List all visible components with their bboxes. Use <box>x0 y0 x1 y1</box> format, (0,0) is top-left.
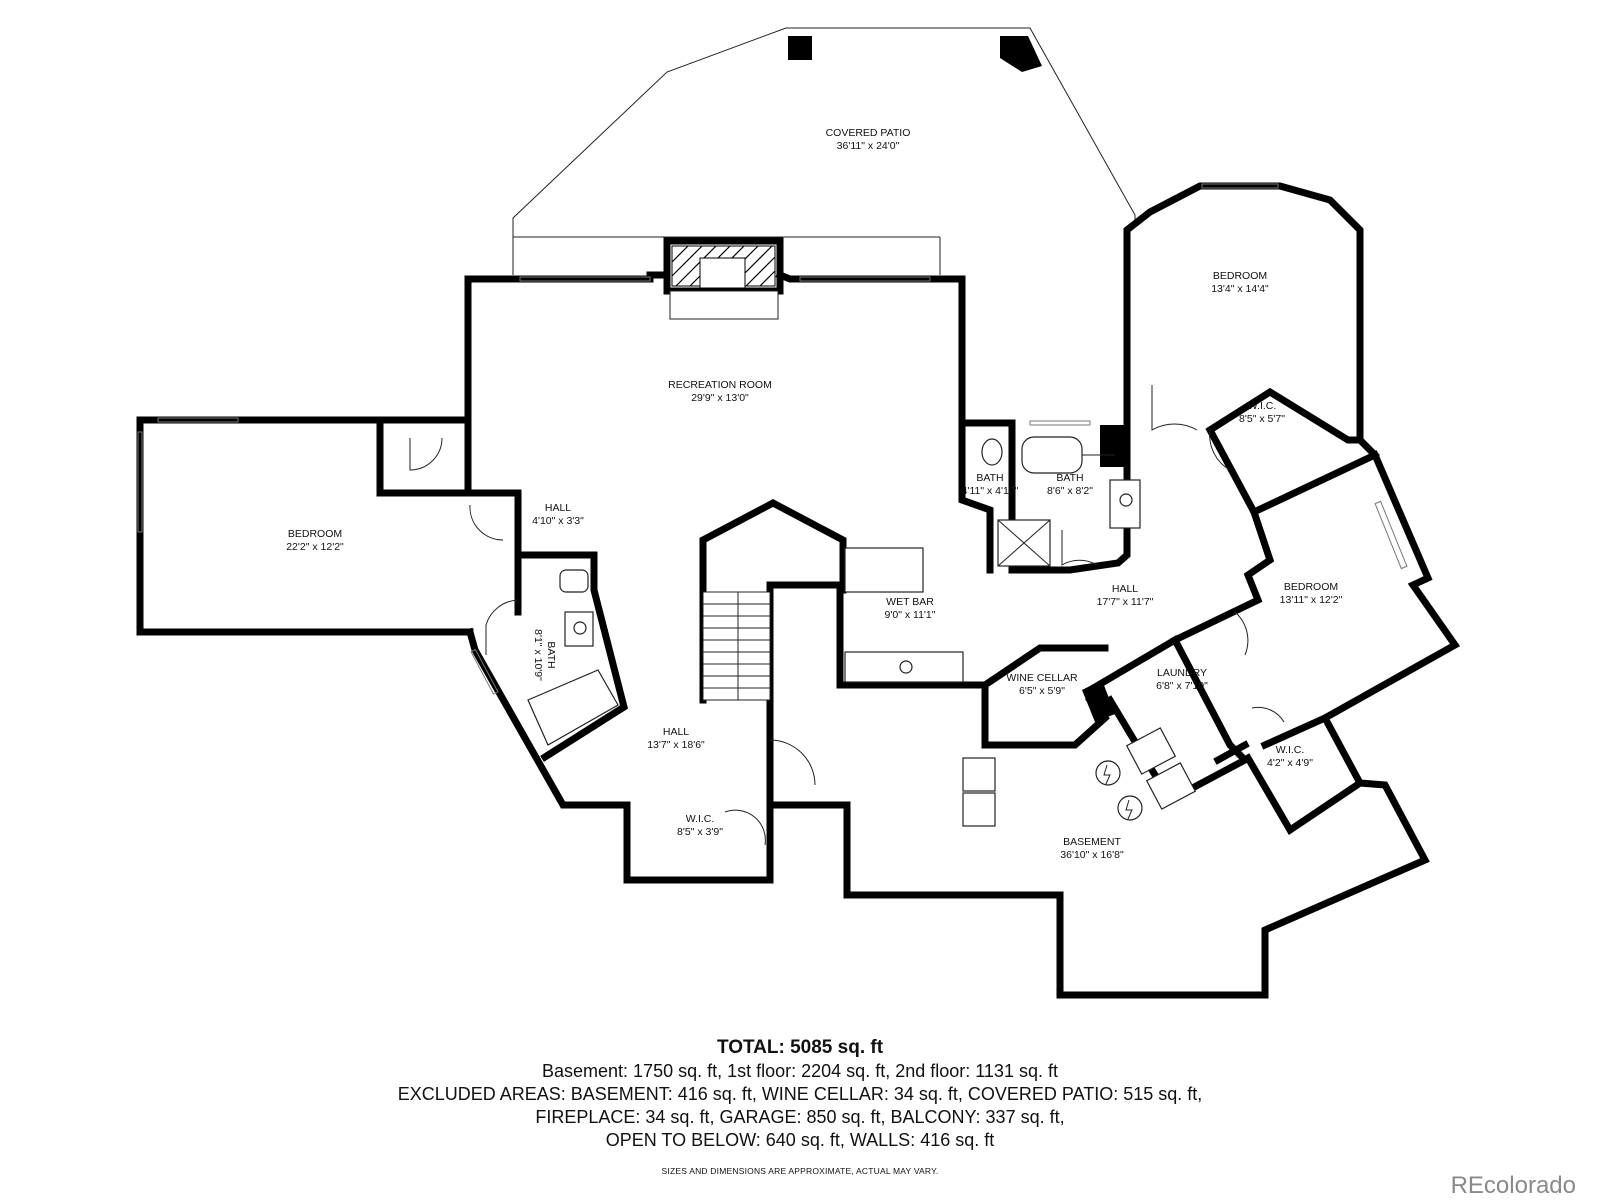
room-label-wic-east-top: W.I.C.8'5" x 5'7" <box>1239 400 1285 425</box>
room-name: HALL <box>663 726 689 738</box>
room-name: WET BAR <box>886 596 934 608</box>
room-name: HALL <box>1112 583 1138 595</box>
room-name: RECREATION ROOM <box>668 379 772 391</box>
room-dimensions: 29'9" x 13'0" <box>691 392 749 404</box>
room-dimensions: 6'8" x 7'10" <box>1156 680 1208 692</box>
room-name: BATH <box>545 641 557 668</box>
fireplace <box>663 237 784 320</box>
total-area: TOTAL: 5085 sq. ft <box>716 1037 884 1058</box>
floor-areas: Basement: 1750 sq. ft, 1st floor: 2204 s… <box>542 1061 1058 1081</box>
excluded-areas-2: FIREPLACE: 34 sq. ft, GARAGE: 850 sq. ft… <box>535 1107 1065 1127</box>
room-dimensions: 22'2" x 12'2" <box>286 541 344 553</box>
room-name: BEDROOM <box>1213 270 1267 282</box>
disclaimer: SIZES AND DIMENSIONS ARE APPROXIMATE, AC… <box>661 1166 939 1176</box>
excluded-areas-3: OPEN TO BELOW: 640 sq. ft, WALLS: 416 sq… <box>605 1130 995 1150</box>
room-dimensions: 13'4" x 14'4" <box>1211 283 1269 295</box>
room-name: BEDROOM <box>288 528 342 540</box>
room-dimensions: 9'0" x 11'1" <box>885 609 936 621</box>
room-dimensions: 4'11" x 4'10" <box>962 485 1019 497</box>
walls <box>136 182 1461 999</box>
room-name: LAUNDRY <box>1157 667 1207 679</box>
room-dimensions: 13'7" x 18'6" <box>647 739 705 751</box>
room-dimensions: 8'5" x 3'9" <box>677 826 723 838</box>
room-name: W.I.C. <box>1248 400 1277 412</box>
fixtures <box>527 436 1197 827</box>
covered-patio-outline <box>512 27 1136 275</box>
room-dimensions: 6'5" x 5'9" <box>1019 685 1065 697</box>
room-dimensions: 4'2" x 4'9" <box>1267 757 1313 769</box>
room-name: W.I.C. <box>686 813 715 825</box>
room-dimensions: 8'5" x 5'7" <box>1239 413 1285 425</box>
structural-column <box>1100 425 1128 467</box>
room-dimensions: 13'11" x 12'2" <box>1280 594 1343 606</box>
room-name: WINE CELLAR <box>1006 672 1078 684</box>
room-name: BASEMENT <box>1063 836 1121 848</box>
area-summary: TOTAL: 5085 sq. ft Basement: 1750 sq. ft… <box>0 1036 1600 1152</box>
watermark-logo: REcolorado <box>1450 1172 1576 1199</box>
door-swings <box>409 385 1285 846</box>
room-name: HALL <box>545 502 571 514</box>
structural-column <box>1082 680 1115 722</box>
room-name: W.I.C. <box>1276 744 1305 756</box>
room-name: COVERED PATIO <box>826 127 911 139</box>
room-name: BEDROOM <box>1284 581 1338 593</box>
room-dimensions: 8'6" x 8'2" <box>1047 485 1093 497</box>
excluded-areas-1: EXCLUDED AREAS: BASEMENT: 416 sq. ft, WI… <box>397 1084 1203 1104</box>
room-dimensions: 36'11" x 24'0" <box>837 140 900 152</box>
room-dimensions: 17'7" x 11'7" <box>1097 596 1154 608</box>
room-label-wic-south: W.I.C.8'5" x 3'9" <box>677 813 723 838</box>
room-dimensions: 36'10" x 16'8" <box>1060 849 1124 861</box>
room-name: BATH <box>976 472 1003 484</box>
windows <box>137 183 1408 695</box>
room-label-wic-east-bottom: W.I.C.4'2" x 4'9" <box>1267 744 1313 769</box>
room-dimensions: 4'10" x 3'3" <box>532 515 584 527</box>
room-name: BATH <box>1056 472 1083 484</box>
room-dimensions: 8'1" x 10'9" <box>532 629 544 681</box>
